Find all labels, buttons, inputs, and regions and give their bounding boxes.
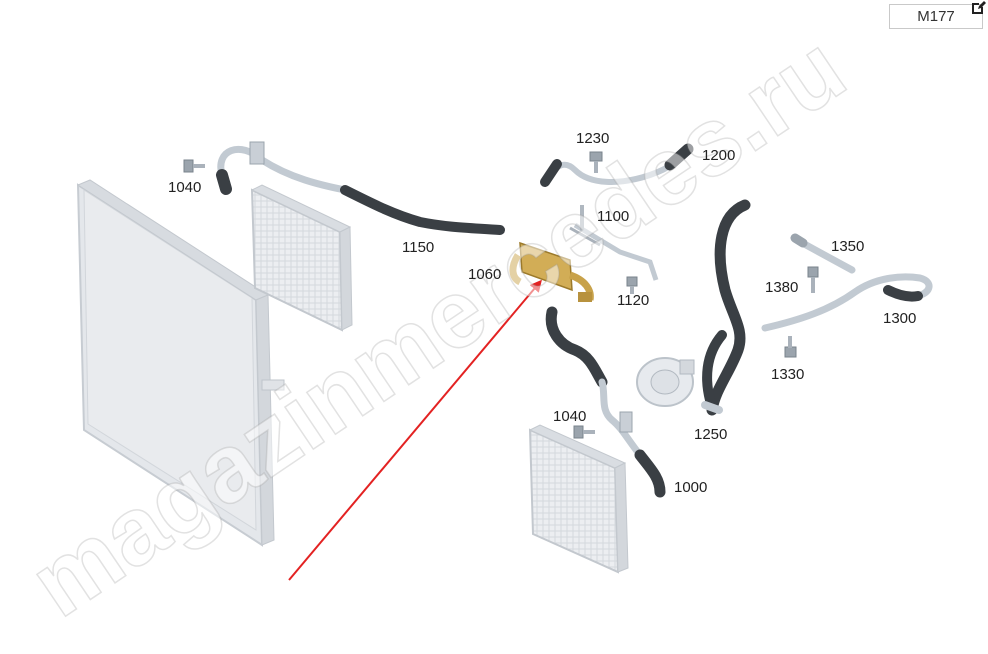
water-pump bbox=[636, 357, 695, 407]
callout-1350[interactable]: 1350 bbox=[831, 238, 865, 255]
bolt-1120 bbox=[626, 276, 638, 294]
edit-pencil-icon[interactable] bbox=[970, 0, 986, 16]
aux-radiator-upper bbox=[250, 184, 353, 332]
callout-1000[interactable]: 1000 bbox=[674, 479, 708, 496]
callout-1150[interactable]: 1150 bbox=[402, 239, 435, 256]
pipe-1200 bbox=[540, 143, 694, 187]
bracket-1100 bbox=[569, 205, 659, 281]
callout-1200[interactable]: 1200 bbox=[702, 147, 736, 164]
hose-1000 bbox=[545, 306, 666, 498]
model-badge: M177 bbox=[889, 4, 983, 29]
bolt-1230 bbox=[589, 151, 603, 173]
callout-1300[interactable]: 1300 bbox=[883, 310, 917, 327]
pipe-1300 bbox=[761, 273, 933, 332]
main-radiator bbox=[76, 179, 285, 547]
bolt-1380 bbox=[807, 266, 819, 293]
callout-1100[interactable]: 1100 bbox=[597, 208, 630, 225]
aux-radiator-lower bbox=[528, 424, 629, 574]
callout-1380[interactable]: 1380 bbox=[765, 279, 799, 296]
red-pointer-arrow bbox=[288, 279, 542, 581]
callout-1120[interactable]: 1120 bbox=[617, 292, 650, 309]
bolt-1040-upper bbox=[183, 159, 205, 173]
fitting-1060 bbox=[509, 241, 594, 302]
hose-1150 bbox=[216, 141, 505, 235]
callout-1330[interactable]: 1330 bbox=[771, 366, 805, 383]
callout-1060[interactable]: 1060 bbox=[468, 266, 502, 283]
pipe-1350 bbox=[790, 233, 856, 274]
callout-1250[interactable]: 1250 bbox=[694, 426, 728, 443]
callout-1040-lower[interactable]: 1040 bbox=[553, 408, 587, 425]
callout-1230[interactable]: 1230 bbox=[576, 130, 610, 147]
watermark-text: magazinmercedes.ru bbox=[12, 15, 864, 638]
bolt-1040-lower bbox=[573, 425, 595, 439]
hose-1250 bbox=[701, 199, 751, 416]
bolt-1330 bbox=[784, 336, 797, 358]
callout-1040-upper[interactable]: 1040 bbox=[168, 179, 202, 196]
